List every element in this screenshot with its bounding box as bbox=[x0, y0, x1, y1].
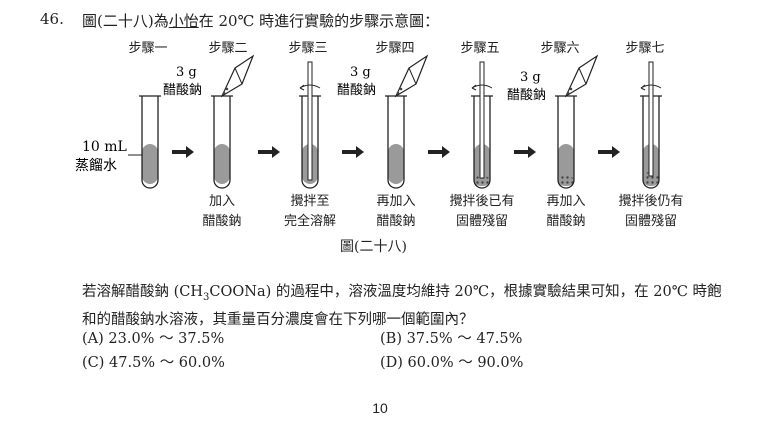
experiment-figure: 10 mL 蒸餾水 3 g 醋酸鈉 bbox=[75, 54, 662, 189]
liquid bbox=[388, 144, 404, 184]
caption-step6: 再加入 醋酸鈉 bbox=[546, 194, 586, 229]
weighing-paper-icon bbox=[394, 54, 429, 98]
figure-title: 圖(二十八) bbox=[340, 239, 407, 255]
solid-residue bbox=[643, 172, 659, 186]
weighing-paper-icon bbox=[220, 54, 255, 98]
liquid bbox=[214, 144, 230, 184]
caption-step7: 攪拌後仍有 固體殘留 bbox=[618, 194, 684, 229]
mass-label-step4: 3 g bbox=[350, 65, 371, 80]
arrow-right-icon bbox=[598, 146, 620, 158]
option-a[interactable]: (A) 23.0% ～ 37.5% bbox=[82, 331, 225, 347]
test-tube-6 bbox=[555, 95, 577, 189]
option-c[interactable]: (C) 47.5% ～ 60.0% bbox=[82, 355, 225, 371]
water-volume-label: 10 mL bbox=[82, 139, 127, 155]
solid-residue bbox=[474, 176, 490, 186]
caption-step2: 加入 醋酸鈉 bbox=[202, 194, 242, 229]
reagent-label-step4: 醋酸鈉 bbox=[337, 82, 376, 98]
test-tube-2 bbox=[211, 95, 233, 189]
step-label-4: 步驟四 bbox=[375, 41, 415, 56]
step-arrows bbox=[172, 146, 620, 158]
stirring-rod-icon bbox=[640, 61, 662, 177]
caption-step3: 攪拌至 完全溶解 bbox=[283, 194, 336, 229]
question-body: 若溶解醋酸鈉 (CH3COONa) 的過程中，溶液溫度均維持 20℃，根據實驗結… bbox=[82, 281, 722, 331]
caption-step5: 攪拌後已有 固體殘留 bbox=[449, 194, 515, 229]
water-name-label: 蒸餾水 bbox=[75, 158, 117, 174]
subscript-3: 3 bbox=[203, 291, 210, 303]
page-number: 10 bbox=[372, 400, 388, 416]
option-d[interactable]: (D) 60.0% ～ 90.0% bbox=[380, 355, 524, 371]
step-label-6: 步驟六 bbox=[540, 41, 580, 56]
intro-prefix: 圖(二十八)為 bbox=[82, 12, 169, 30]
mass-label-step2: 3 g bbox=[176, 65, 197, 80]
caption-step4: 再加入 醋酸鈉 bbox=[376, 194, 416, 229]
reagent-label-step2: 醋酸鈉 bbox=[163, 82, 202, 98]
arrow-right-icon bbox=[172, 146, 194, 158]
step-label-3: 步驟三 bbox=[288, 41, 328, 56]
question-intro: 圖(二十八)為小怡在 20℃ 時進行實驗的步驟示意圖： bbox=[82, 10, 439, 31]
test-tube-1 bbox=[139, 95, 161, 189]
test-tube-4 bbox=[385, 95, 407, 189]
student-name: 小怡 bbox=[168, 12, 199, 30]
option-b[interactable]: (B) 37.5% ～ 47.5% bbox=[380, 331, 523, 347]
arrow-right-icon bbox=[342, 146, 364, 158]
arrow-right-icon bbox=[258, 146, 280, 158]
body-part-1: 若溶解醋酸鈉 (CH bbox=[82, 284, 204, 300]
arrow-right-icon bbox=[428, 146, 450, 158]
liquid bbox=[558, 144, 574, 184]
arrow-right-icon bbox=[514, 146, 536, 158]
intro-suffix: 在 20℃ 時進行實驗的步驟示意圖： bbox=[198, 12, 440, 30]
step-label-1: 步驟一 bbox=[128, 41, 168, 56]
question-number: 46. bbox=[40, 10, 64, 28]
liquid bbox=[142, 144, 158, 184]
step-label-2: 步驟二 bbox=[208, 41, 248, 56]
body-part-2: COONa) 的過程中，溶液溫度均維持 20℃，根據實驗結果可知，在 20℃ 時… bbox=[82, 284, 722, 328]
mass-label-step6: 3 g bbox=[520, 70, 541, 85]
step-label-7: 步驟七 bbox=[625, 41, 665, 56]
weighing-paper-icon bbox=[564, 54, 599, 98]
stirring-rod-icon bbox=[471, 61, 493, 179]
reagent-label-step6: 醋酸鈉 bbox=[507, 87, 546, 103]
step-label-5: 步驟五 bbox=[460, 41, 500, 56]
stirring-rod-icon bbox=[299, 61, 321, 181]
solid-residue bbox=[558, 176, 574, 186]
